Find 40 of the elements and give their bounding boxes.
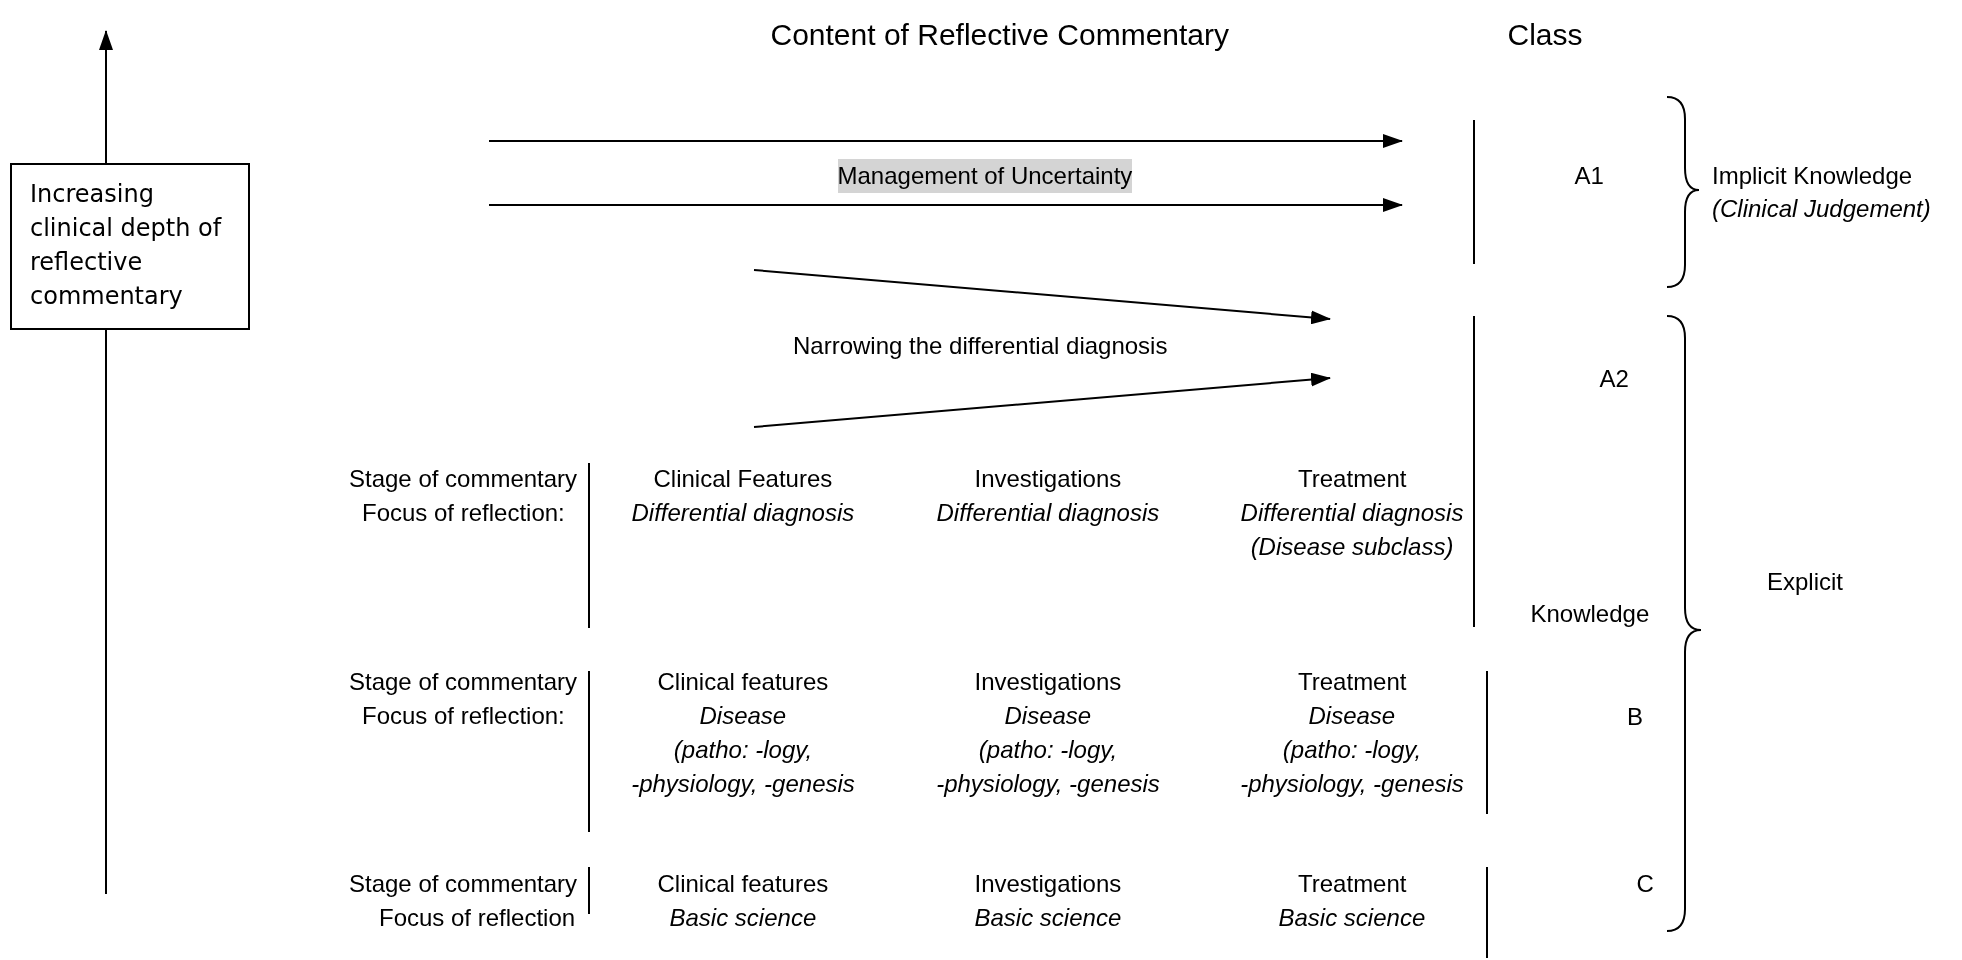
focus-text: Disease: [1004, 701, 1092, 731]
flow-label: Narrowing the differential diagnosis: [793, 331, 1168, 361]
stage-heading: Clinical features: [657, 869, 829, 899]
stage-heading: Treatment: [1298, 869, 1407, 899]
highlighted-label: Management of Uncertainty: [837, 159, 1133, 193]
focus-text: Disease: [699, 701, 787, 731]
stage-heading: Clinical features: [657, 667, 829, 697]
column-heading: Class: [1507, 17, 1583, 53]
focus-text: Differential diagnosis: [936, 498, 1160, 528]
knowledge-label: Knowledge: [1530, 599, 1650, 629]
stage-heading: Clinical Features: [653, 464, 833, 494]
focus-text: (patho: -logy, -physiology, -genesis: [935, 735, 1161, 799]
row-label: Stage of commentary: [349, 667, 578, 697]
row-label: Stage of commentary: [349, 464, 578, 494]
focus-text: (patho: -logy, -physiology, -genesis: [1239, 735, 1465, 799]
focus-text: Basic science: [1278, 903, 1426, 933]
focus-text: Differential diagnosis: [631, 498, 855, 528]
focus-text: Basic science: [669, 903, 817, 933]
knowledge-label: Explicit: [1767, 567, 1844, 597]
stage-heading: Treatment: [1298, 667, 1407, 697]
focus-text: Basic science: [974, 903, 1122, 933]
focus-text: (patho: -logy, -physiology, -genesis: [630, 735, 856, 799]
focus-text: Differential diagnosis (Disease subclass): [1239, 498, 1465, 562]
knowledge-label: Implicit Knowledge: [1712, 161, 1913, 191]
row-label: Stage of commentary: [349, 869, 578, 899]
row-label: Focus of reflection: [379, 903, 576, 933]
focus-text: Disease: [1308, 701, 1396, 731]
stage-heading: Investigations: [974, 464, 1122, 494]
stage-heading: Investigations: [974, 667, 1122, 697]
column-heading: Content of Reflective Commentary: [770, 17, 1230, 53]
row-label: Focus of reflection:: [362, 498, 565, 528]
text-box: Increasing clinical depth of reflective commentary: [10, 163, 250, 330]
class-label: C: [1636, 869, 1654, 899]
class-label: B: [1627, 702, 1643, 732]
row-label: Focus of reflection:: [362, 701, 565, 731]
stage-heading: Investigations: [974, 869, 1122, 899]
class-label: A1: [1574, 161, 1604, 191]
stage-heading: Treatment: [1298, 464, 1407, 494]
knowledge-label: (Clinical Judgement): [1712, 194, 1931, 224]
class-label: A2: [1599, 364, 1629, 394]
